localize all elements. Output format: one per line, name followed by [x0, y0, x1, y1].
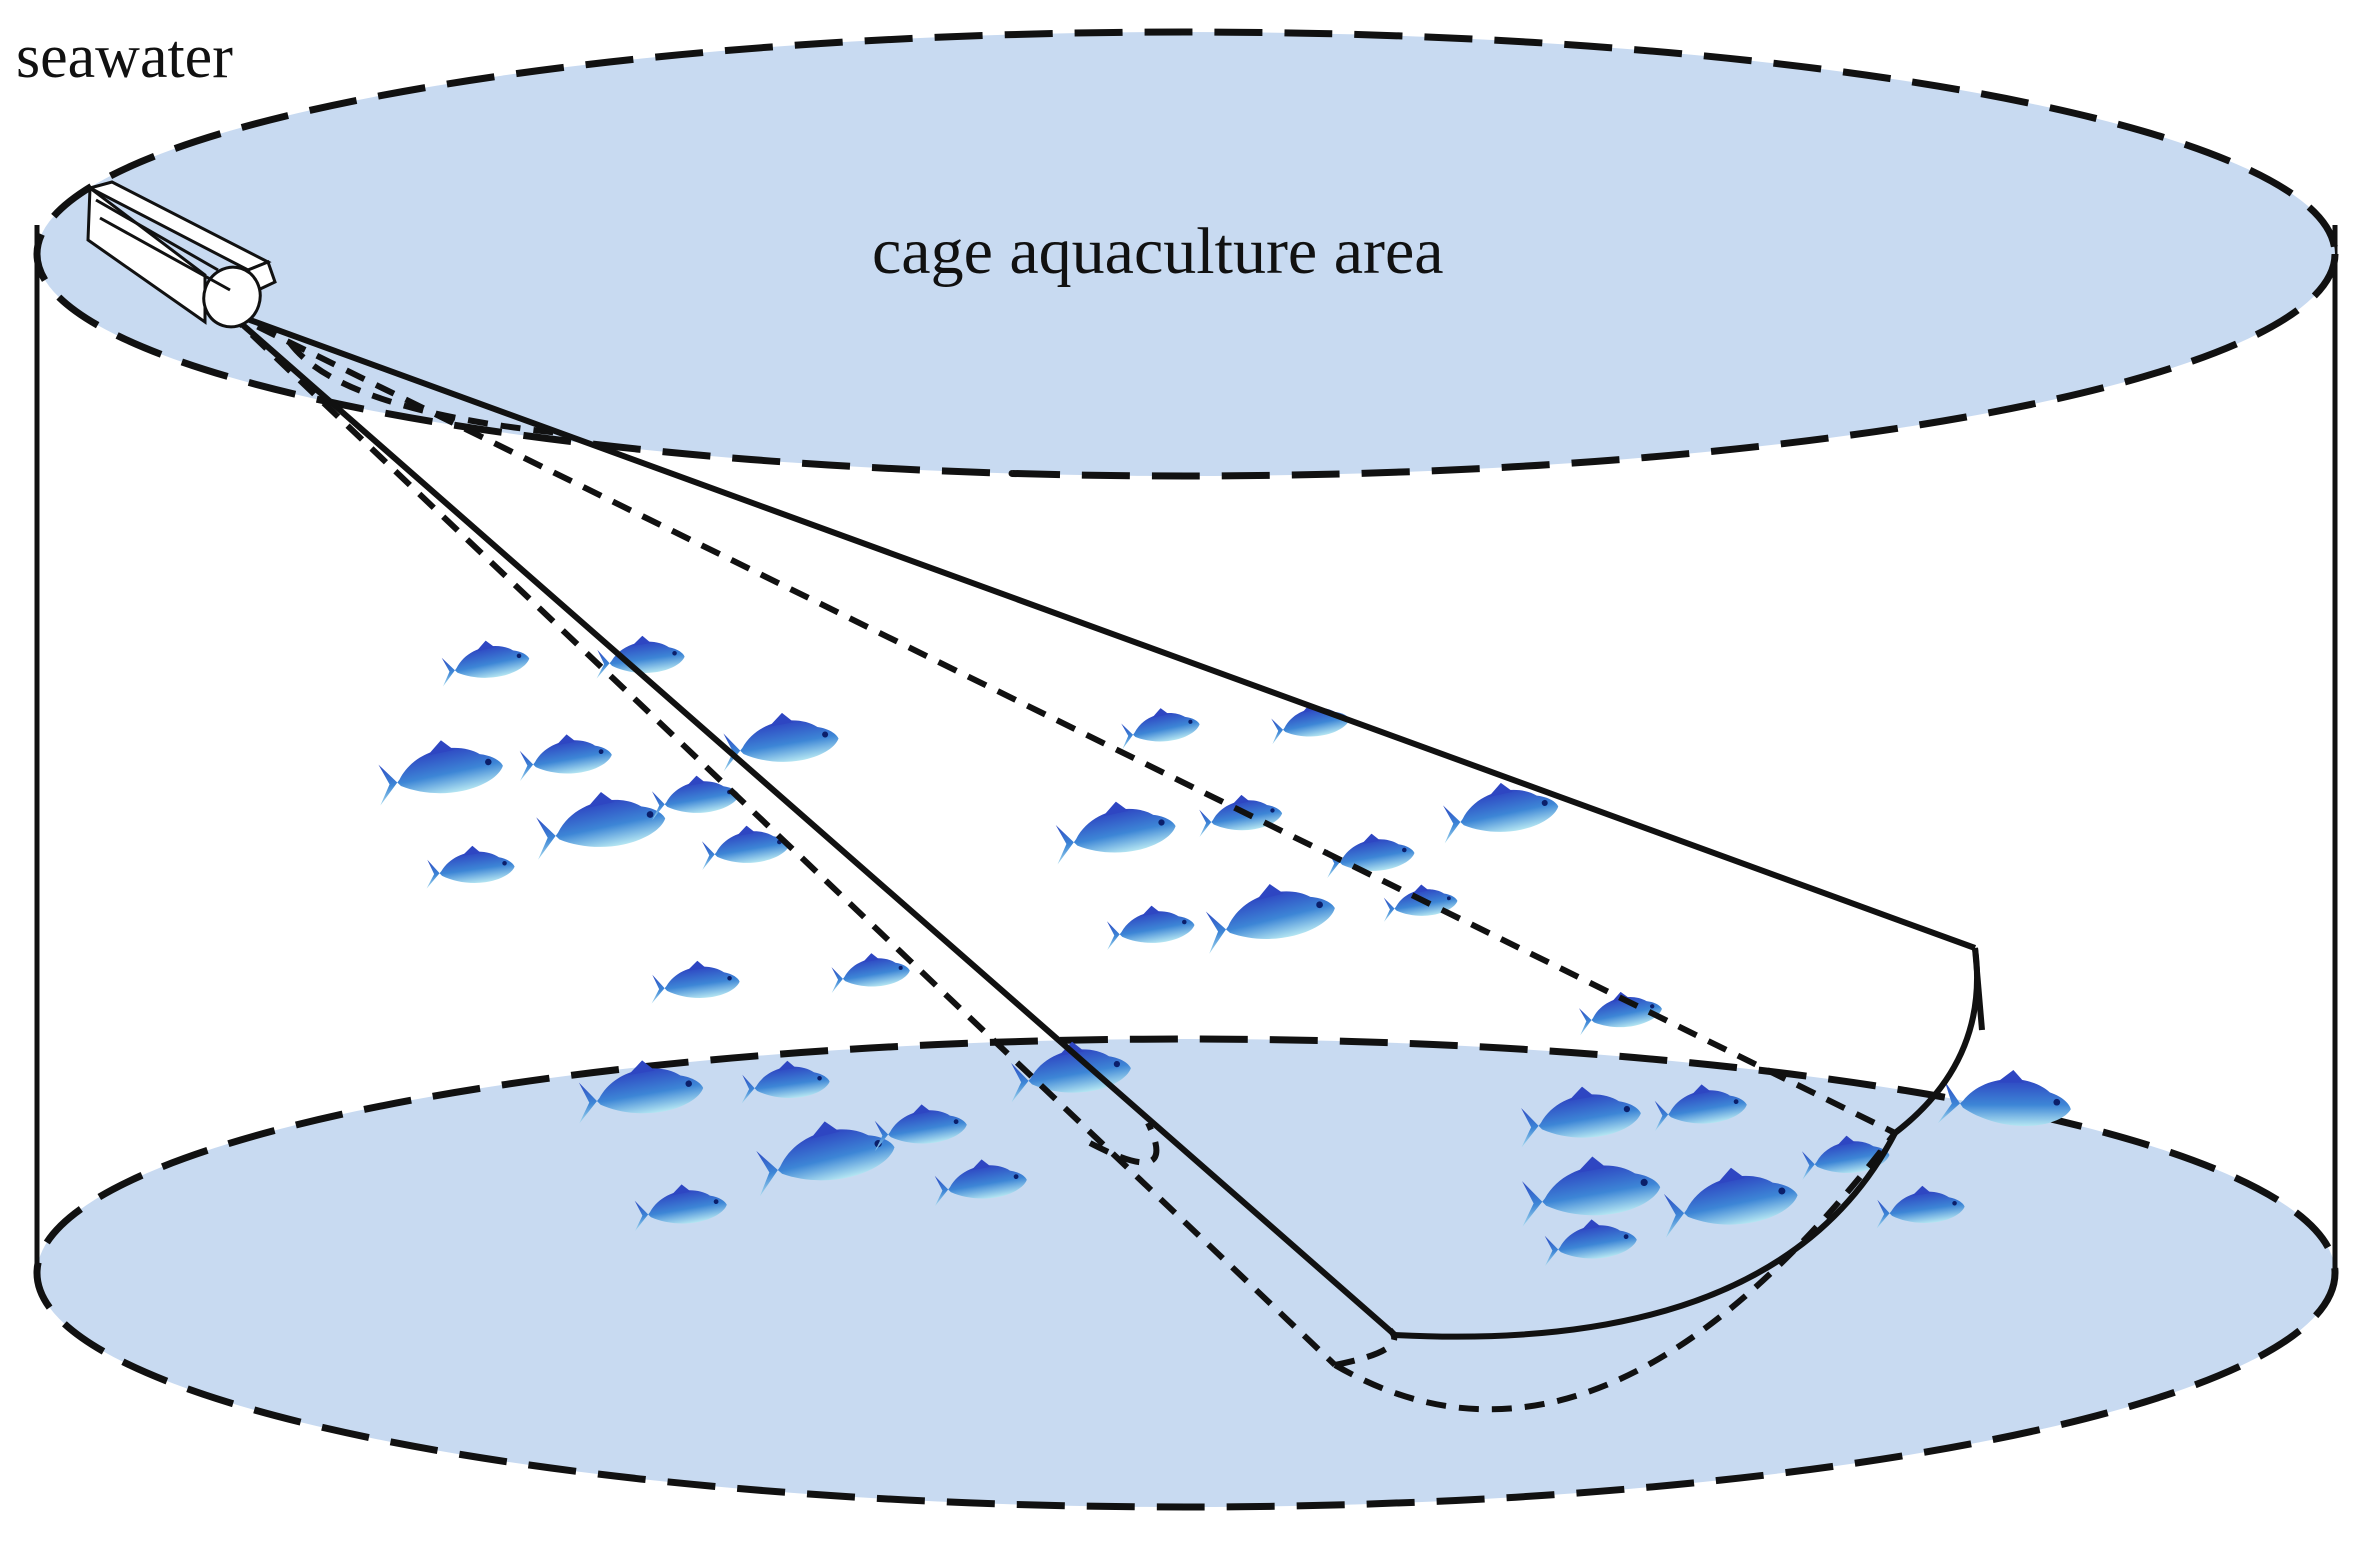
fish-icon: [513, 727, 614, 784]
fish-icon: [1196, 870, 1339, 957]
cage-area-label: cage aquaculture area: [872, 215, 1444, 288]
fish-icon: [1047, 790, 1179, 868]
fish-icon: [421, 840, 517, 891]
fish-icon: [646, 955, 742, 1006]
sonar-beam-inner: [226, 309, 1985, 1340]
fish-icon: [1115, 700, 1202, 751]
sonar-transducer-icon: [85, 180, 277, 329]
cage-top-ellipse: [33, 28, 2339, 480]
fish-icon: [435, 632, 532, 689]
seawater-label: seawater: [16, 23, 233, 91]
fish-icon: [526, 780, 669, 863]
fish-icon: [369, 728, 507, 809]
fish-icon: [715, 704, 842, 774]
fish-icon: [1100, 898, 1197, 952]
fish-icon: [695, 818, 792, 872]
fish-icon: [826, 947, 912, 995]
fish-icon: [1434, 772, 1562, 846]
